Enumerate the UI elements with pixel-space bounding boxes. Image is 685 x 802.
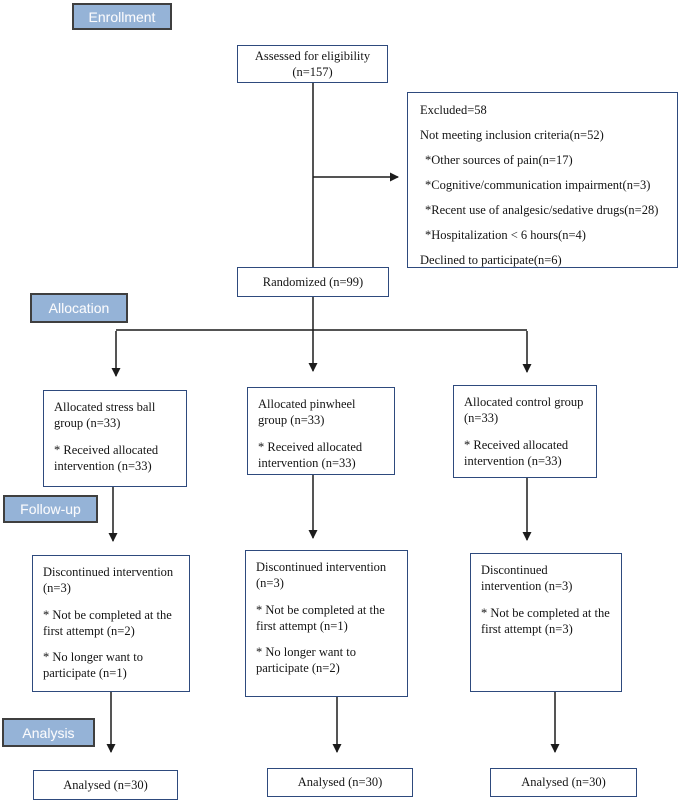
- discontinued-stress-ball-box: Discontinued intervention (n=3) * Not be…: [32, 555, 190, 692]
- stage-badge-enrollment: Enrollment: [72, 3, 172, 30]
- randomized-box: Randomized (n=99): [237, 267, 389, 297]
- assessed-count: (n=157): [292, 65, 333, 79]
- discontinued-control-box: Discontinued intervention (n=3) * Not be…: [470, 553, 622, 692]
- discontinued-title: Discontinued intervention (n=3): [481, 563, 573, 594]
- excluded-reason: *Recent use of analgesic/sedative drugs(…: [425, 203, 659, 217]
- discontinued-pinwheel-box: Discontinued intervention (n=3) * Not be…: [245, 550, 408, 697]
- allocated-control-box: Allocated control group (n=33) * Receive…: [453, 385, 597, 478]
- excluded-reason: *Hospitalization < 6 hours(n=4): [425, 228, 586, 242]
- stage-badge-allocation: Allocation: [30, 293, 128, 323]
- excluded-total: Excluded=58: [420, 103, 487, 117]
- allocation-detail: * Received allocated intervention (n=33): [258, 439, 363, 470]
- analysed-label: Analysed (n=30): [297, 775, 383, 790]
- randomized-label: Randomized (n=99): [262, 274, 364, 289]
- discontinued-title: Discontinued intervention (n=3): [43, 565, 174, 596]
- excluded-reason: Not meeting inclusion criteria(n=52): [420, 128, 604, 142]
- stage-badge-followup: Follow-up: [3, 495, 98, 523]
- excluded-reason: *Other sources of pain(n=17): [425, 153, 573, 167]
- allocated-pinwheel-box: Allocated pinwheel group (n=33) * Receiv…: [247, 387, 395, 475]
- allocation-title: Allocated control group (n=33): [464, 395, 584, 426]
- allocation-title: Allocated stress ball group (n=33): [54, 400, 156, 431]
- discontinued-detail: * No longer want to participate (n=1): [43, 650, 143, 681]
- allocation-detail: * Received allocated intervention (n=33): [54, 442, 159, 473]
- discontinued-detail: * No longer want to participate (n=2): [256, 645, 356, 676]
- analysed-control-box: Analysed (n=30): [490, 768, 637, 797]
- analysed-label: Analysed (n=30): [63, 777, 148, 792]
- discontinued-title: Discontinued intervention (n=3): [256, 560, 387, 591]
- analysed-pinwheel-box: Analysed (n=30): [267, 768, 413, 797]
- allocated-stress-ball-box: Allocated stress ball group (n=33) * Rec…: [43, 390, 187, 487]
- discontinued-detail: * Not be completed at the first attempt …: [256, 602, 385, 633]
- analysed-stress-ball-box: Analysed (n=30): [33, 770, 178, 800]
- allocation-title: Allocated pinwheel group (n=33): [258, 397, 356, 428]
- assessed-eligibility-box: Assessed for eligibility (n=157): [237, 45, 388, 83]
- allocation-detail: * Received allocated intervention (n=33): [464, 437, 569, 468]
- excluded-box: Excluded=58 Not meeting inclusion criter…: [407, 92, 678, 268]
- stage-badge-analysis: Analysis: [2, 718, 95, 747]
- assessed-line1: Assessed for eligibility: [254, 48, 371, 63]
- excluded-reason: Declined to participate(n=6): [420, 253, 562, 267]
- discontinued-detail: * Not be completed at the first attempt …: [481, 605, 610, 636]
- excluded-reason: *Cognitive/communication impairment(n=3): [425, 178, 651, 192]
- analysed-label: Analysed (n=30): [521, 775, 606, 790]
- discontinued-detail: * Not be completed at the first attempt …: [43, 607, 172, 638]
